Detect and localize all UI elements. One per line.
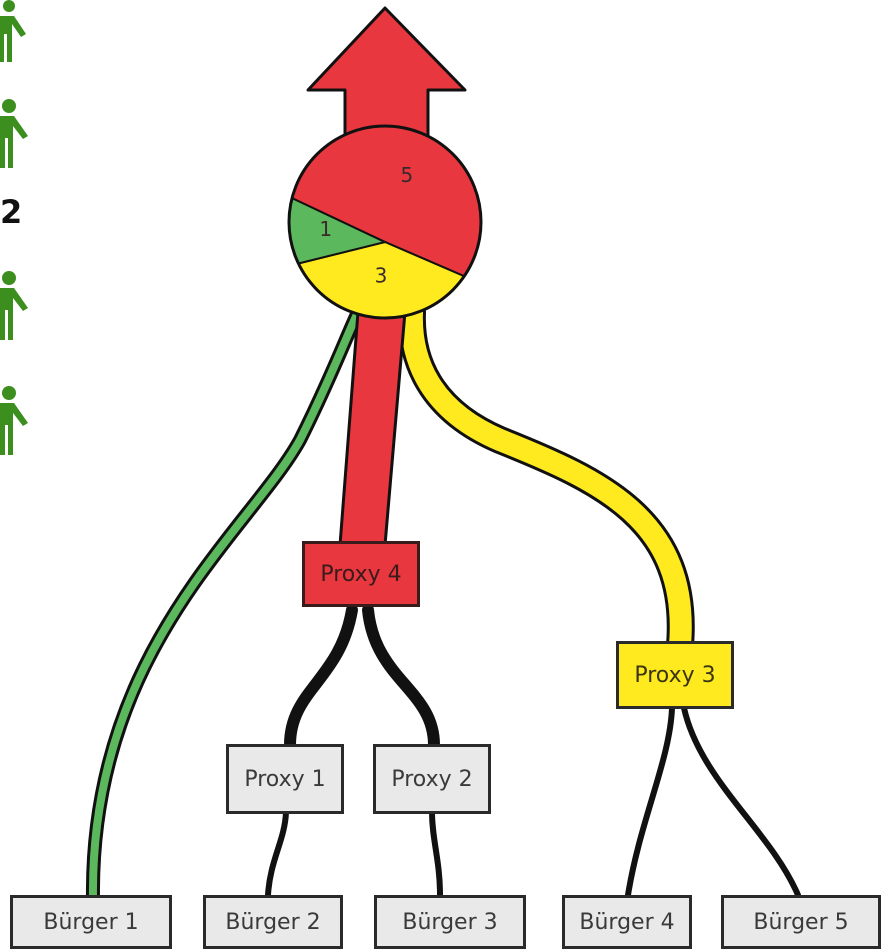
proxy-3-node: Proxy 3 (616, 641, 734, 709)
pie-label-green: 1 (319, 217, 332, 241)
proxy2-to-proxy4-line (362, 604, 440, 751)
yellow-delegation-path (397, 298, 695, 659)
pie-outline (287, 124, 483, 320)
up-arrow-icon (306, 6, 467, 142)
person-icon (0, 386, 28, 455)
person-icon (0, 0, 26, 62)
proxy-1-node: Proxy 1 (226, 744, 344, 814)
buerger5-to-proxy3-line (681, 705, 801, 898)
side-number: 2 (0, 193, 23, 231)
buerger-1-node: Bürger 1 (10, 895, 172, 949)
buerger-4-node: Bürger 4 (562, 895, 692, 949)
proxy1-to-proxy4-line (284, 604, 358, 751)
person-icon (0, 271, 28, 340)
buerger-2-node: Bürger 2 (203, 895, 343, 949)
buerger3-to-proxy2-line (429, 809, 443, 898)
pie-label-red: 5 (400, 163, 413, 187)
vote-pie-chart: 5 3 1 (287, 124, 483, 320)
person-icon (0, 99, 28, 168)
buerger2-to-proxy1-line (265, 809, 289, 898)
proxy-4-node: Proxy 4 (302, 541, 420, 607)
pie-label-yellow: 3 (375, 264, 388, 288)
buerger4-to-proxy3-line (625, 705, 675, 898)
buerger-5-node: Bürger 5 (721, 895, 881, 949)
proxy-2-node: Proxy 2 (373, 744, 491, 814)
buerger-3-node: Bürger 3 (374, 895, 526, 949)
